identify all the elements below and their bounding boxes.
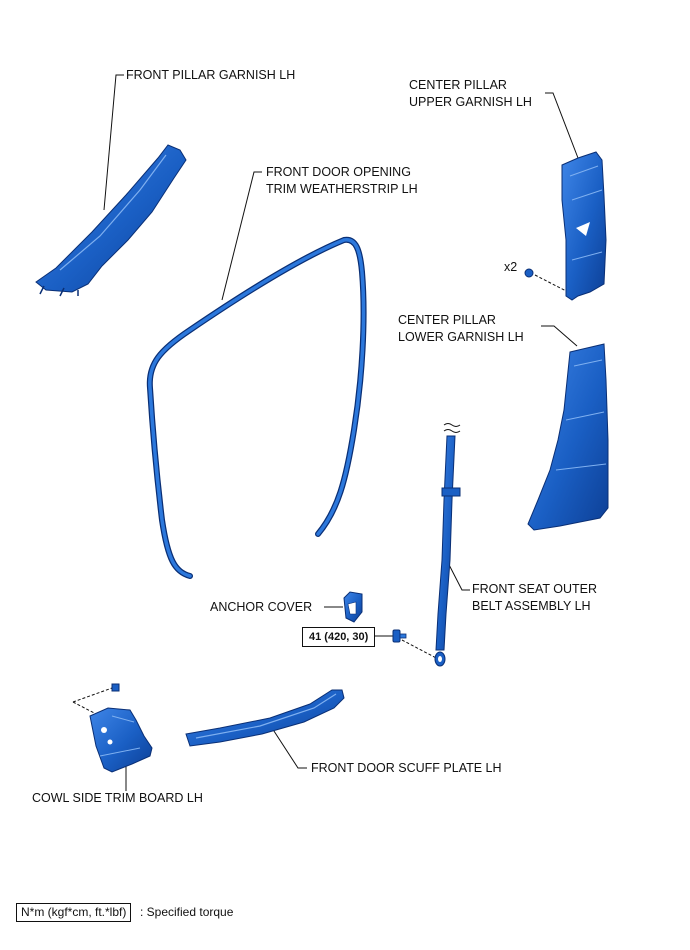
- leader-scuff-plate: [271, 727, 307, 769]
- leader-front-pillar: [103, 74, 124, 211]
- front-pillar-garnish: [35, 144, 187, 297]
- center-pillar-lower-garnish: [527, 343, 609, 531]
- clip-icon: [524, 268, 534, 278]
- label-scuff-plate: FRONT DOOR SCUFF PLATE LH: [311, 761, 502, 775]
- label-anchor-cover: ANCHOR COVER: [210, 600, 313, 614]
- dash-cowl-clip: [72, 687, 113, 703]
- leader-center-lower: [541, 325, 578, 347]
- center-pillar-upper-garnish: [561, 151, 607, 301]
- legend-torque-unit: N*m (kgf*cm, ft.*lbf): [16, 903, 132, 922]
- dash-bolt-anchor: [401, 639, 441, 661]
- leader-center-upper: [545, 92, 579, 159]
- label-center-lower-line2: LOWER GARNISH LH: [398, 330, 524, 344]
- label-center-upper-line1: CENTER PILLAR: [409, 78, 507, 92]
- cowl-side-trim-board: [89, 707, 153, 773]
- break-mark-icon: [443, 423, 461, 433]
- label-weatherstrip-line1: FRONT DOOR OPENING: [266, 165, 411, 179]
- dash-cowl-clip-2: [72, 701, 99, 716]
- label-seat-belt-line1: FRONT SEAT OUTER: [472, 582, 598, 596]
- cowl-clip-icon: [111, 683, 120, 692]
- door-weatherstrip: [146, 236, 367, 579]
- dash-clip-center-upper: [534, 274, 569, 293]
- label-center-lower-line1: CENTER PILLAR: [398, 313, 496, 327]
- front-door-scuff-plate: [185, 689, 345, 747]
- anchor-cover: [343, 591, 363, 623]
- label-clip-qty: x2: [504, 260, 518, 274]
- leader-weatherstrip: [221, 171, 262, 301]
- label-cowl-side: COWL SIDE TRIM BOARD LH: [32, 791, 203, 805]
- torque-spec-anchor-bolt: 41 (420, 30): [302, 627, 376, 647]
- label-front-pillar-garnish: FRONT PILLAR GARNISH LH: [126, 68, 296, 82]
- label-seat-belt-line2: BELT ASSEMBLY LH: [472, 599, 591, 613]
- bolt-icon: [392, 629, 407, 643]
- legend-torque-desc: : Specified torque: [140, 905, 234, 919]
- label-weatherstrip-line2: TRIM WEATHERSTRIP LH: [266, 182, 418, 196]
- front-seat-outer-belt: [434, 435, 461, 667]
- label-center-upper-line2: UPPER GARNISH LH: [409, 95, 532, 109]
